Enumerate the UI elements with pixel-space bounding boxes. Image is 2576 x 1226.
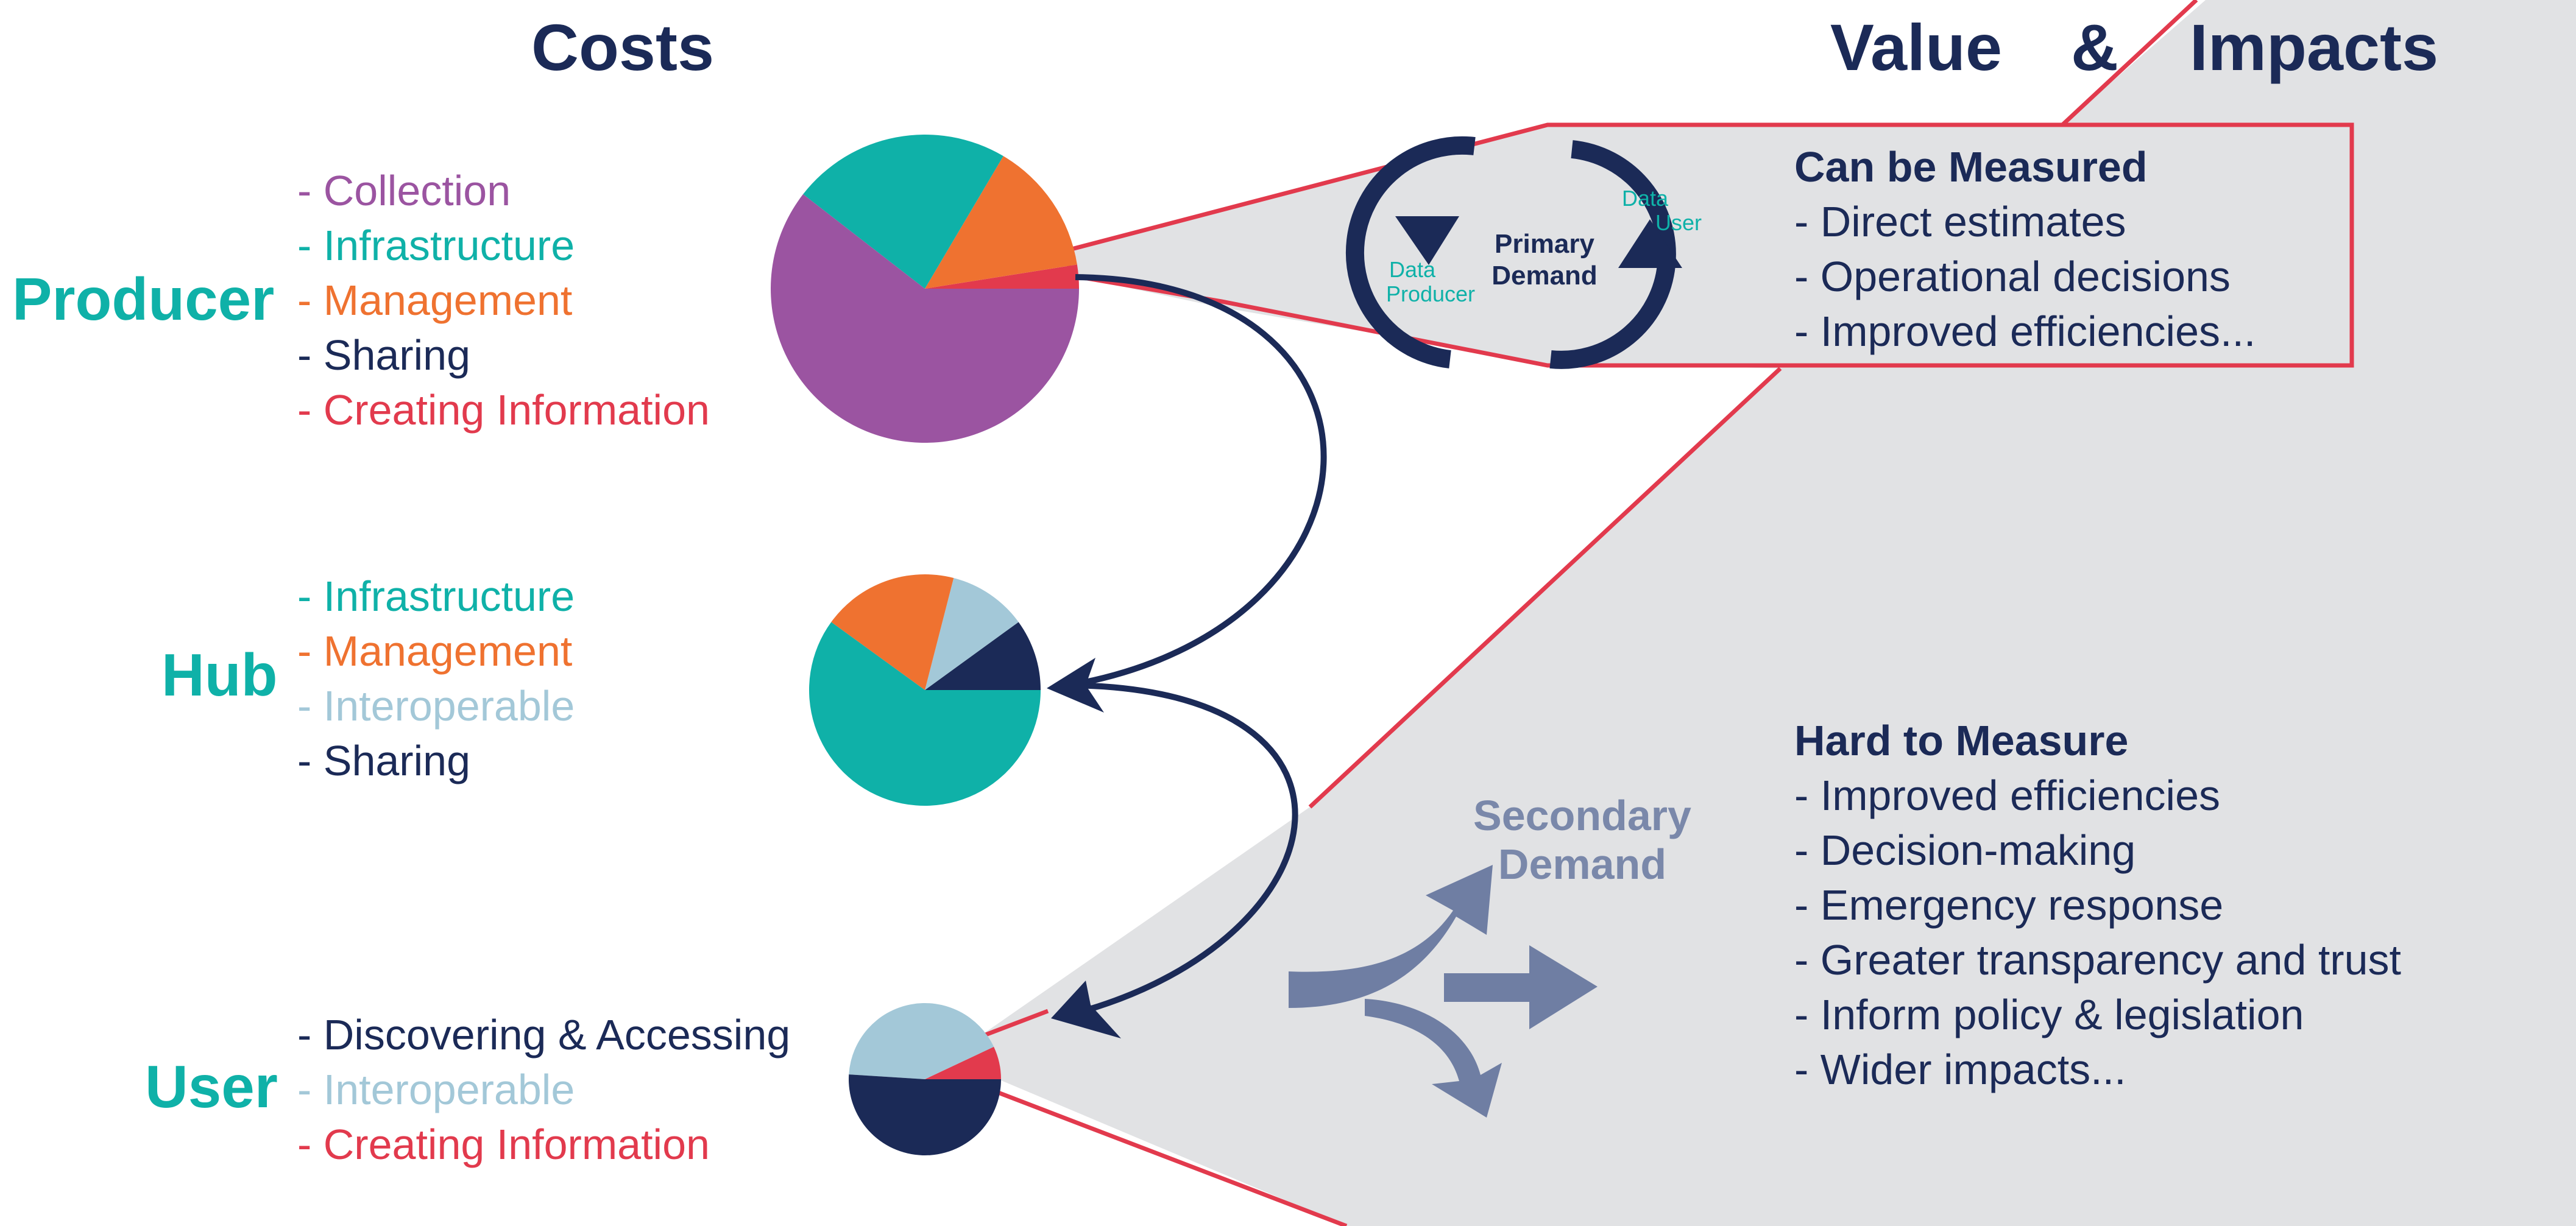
measured-title: Can be Measured	[1794, 143, 2148, 191]
pie-slice-interoperable	[925, 577, 1019, 690]
producer-item: - Infrastructure	[297, 222, 575, 269]
data-user-line2: User	[1655, 210, 1702, 235]
user-item: - Discovering & Accessing	[297, 1011, 790, 1059]
pie-slice-sharing	[925, 622, 1041, 690]
user-item: - Creating Information	[297, 1121, 710, 1168]
producer-pie-chart	[771, 135, 1080, 443]
producer-cost-list: - Collection - Infrastructure - Management…	[297, 167, 710, 434]
pie-slice-infrastructure	[803, 135, 1003, 289]
pie-slice-creating-information	[925, 1046, 1001, 1079]
flow-arrows	[1059, 274, 1327, 1020]
secondary-demand-line2: Demand	[1498, 840, 1666, 888]
measured-item: - Direct estimates	[1794, 198, 2126, 245]
producer-to-hub-curve	[1069, 274, 1327, 688]
producer-item: - Management	[297, 277, 572, 324]
hub-item: - Infrastructure	[297, 572, 575, 620]
impacts-header: Impacts	[2190, 10, 2438, 84]
hard-item: - Decision-making	[1794, 826, 2135, 874]
hub-item: - Management	[297, 627, 572, 675]
ampersand-header: &	[2071, 10, 2118, 84]
hard-title: Hard to Measure	[1794, 717, 2128, 764]
producer-item: - Sharing	[297, 331, 470, 379]
pie-slice-management	[925, 156, 1077, 289]
hub-item: - Sharing	[297, 737, 470, 784]
user-arrowhead-icon	[1051, 981, 1121, 1038]
primary-demand-line1: Primary	[1495, 229, 1594, 259]
hub-arrowhead-icon	[1047, 658, 1104, 713]
hub-to-user-curve	[1059, 682, 1298, 1020]
data-producer-line1: Data	[1389, 257, 1436, 282]
hard-item: - Improved efficiencies	[1794, 772, 2220, 819]
value-header: Value	[1830, 10, 2002, 84]
hub-pie-chart	[809, 574, 1041, 806]
hard-item: - Emergency response	[1794, 881, 2223, 929]
hard-item: - Greater transparency and trust	[1794, 936, 2401, 984]
primary-demand-cycle-icon	[1345, 136, 1682, 369]
producer-item: - Collection	[297, 167, 511, 214]
pie-slice-infrastructure	[809, 622, 1041, 806]
user-pie-chart	[849, 1003, 1001, 1155]
measured-item: - Operational decisions	[1794, 253, 2231, 300]
hub-label: Hub	[161, 641, 278, 708]
impact-boundary-lines	[983, 0, 2198, 1226]
measured-list: - Direct estimates - Operational decision…	[1794, 198, 2256, 355]
user-cost-list: - Discovering & Accessing - Interoperable…	[297, 1011, 790, 1168]
costs-header: Costs	[531, 10, 714, 84]
hub-item: - Interoperable	[297, 682, 575, 730]
user-item: - Interoperable	[297, 1066, 575, 1113]
primary-demand-line2: Demand	[1491, 261, 1598, 291]
hard-list: - Improved efficiencies - Decision-making…	[1794, 772, 2401, 1093]
pie-slice-discovering-accessing	[849, 1074, 1001, 1155]
pie-slice-collection	[771, 194, 1080, 443]
secondary-demand-arrows-icon	[1289, 865, 1598, 1118]
hub-cost-list: - Infrastructure - Management - Interopera…	[297, 572, 575, 784]
data-user-line1: Data	[1622, 186, 1669, 211]
producer-label: Producer	[12, 266, 274, 333]
data-producer-line2: Producer	[1386, 281, 1475, 306]
hard-item: - Wider impacts...	[1794, 1046, 2126, 1093]
hard-item: - Inform policy & legislation	[1794, 991, 2304, 1038]
producer-item: - Creating Information	[297, 386, 710, 434]
pie-slice-interoperable	[849, 1003, 994, 1079]
pie-slice-management	[831, 574, 954, 690]
measured-item: - Improved efficiencies...	[1794, 308, 2256, 355]
user-label: User	[145, 1053, 278, 1120]
pie-slice-creating-information	[925, 264, 1079, 289]
secondary-demand-line1: Secondary	[1473, 792, 1691, 839]
